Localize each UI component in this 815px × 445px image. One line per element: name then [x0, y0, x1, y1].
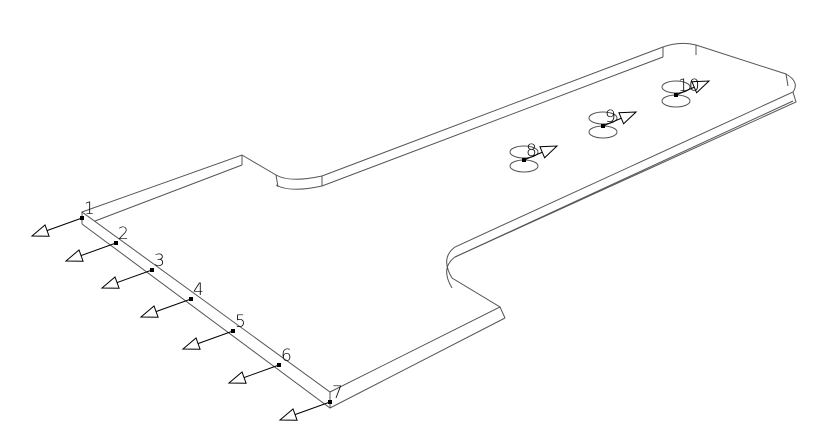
point-marker-10: 10	[661, 76, 711, 108]
point-node	[189, 297, 193, 301]
point-node	[328, 400, 332, 404]
point-label: 10	[678, 76, 700, 96]
arrowhead-icon	[539, 145, 559, 159]
arrowhead-icon	[139, 305, 159, 318]
point-node	[150, 268, 154, 272]
arrowhead-icon	[100, 276, 120, 289]
point-marker-3: 3	[100, 251, 165, 289]
point-label: 4	[193, 280, 204, 300]
point-node	[601, 124, 605, 128]
arrowhead-icon	[618, 111, 638, 125]
point-label: 9	[605, 107, 616, 127]
inner-edge	[94, 100, 794, 258]
point-node	[114, 241, 118, 245]
point-node	[277, 363, 281, 367]
point-marker-4: 4	[139, 280, 204, 318]
arrowhead-icon	[30, 224, 50, 237]
point-marker-1: 1	[30, 199, 95, 237]
point-label: 2	[118, 224, 129, 244]
point-node	[80, 216, 84, 220]
point-label: 6	[281, 346, 292, 366]
point-label: 1	[84, 199, 95, 219]
point-marker-7: 7	[278, 383, 343, 421]
bottom-face-edge	[81, 45, 797, 409]
arrowhead-icon	[691, 80, 711, 94]
arrowhead-icon	[278, 408, 298, 421]
point-marker-9: 9	[588, 107, 638, 139]
point-node	[231, 329, 235, 333]
point-node	[674, 93, 678, 97]
arrowhead-icon	[227, 371, 247, 384]
point-label: 5	[235, 312, 246, 332]
point-marker-6: 6	[227, 346, 292, 384]
load-markers: 1 2 3 4 5 6 7 8 9 10	[30, 76, 711, 421]
point-label: 3	[154, 251, 165, 271]
point-marker-5: 5	[181, 312, 246, 350]
arrowhead-icon	[181, 337, 201, 350]
point-label: 7	[332, 383, 343, 403]
arrowhead-icon	[64, 249, 84, 262]
point-label: 8	[526, 141, 537, 161]
point-marker-8: 8	[509, 141, 559, 173]
point-node	[522, 158, 526, 162]
point-marker-2: 2	[64, 224, 129, 262]
